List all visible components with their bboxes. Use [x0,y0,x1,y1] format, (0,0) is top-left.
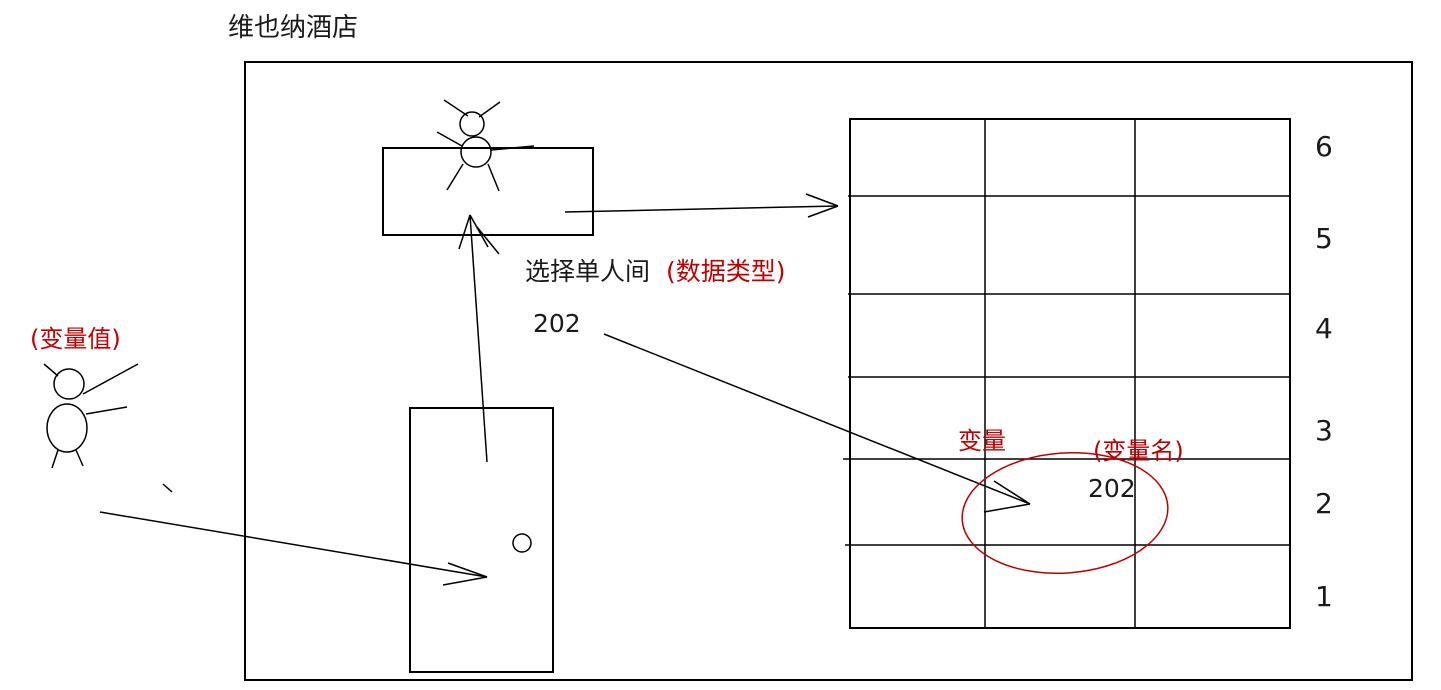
floor-numbers: 6 5 4 3 2 1 [1315,130,1333,613]
diagram-title: 维也纳酒店 [228,13,358,43]
room-number-in-cell: 202 [1088,474,1136,503]
guest-figure [43,363,139,469]
room-type-text: 选择单人间 [525,257,650,286]
variable-value-note: (变量值) [30,325,121,353]
receptionist-head [459,111,485,137]
guest-head [53,368,85,400]
door-knob [512,533,532,553]
data-type-note: (数据类型) [666,257,786,286]
highlight-ellipse [961,451,1169,575]
arrow-desk-to-rooms [564,193,839,218]
door-outline [409,407,554,673]
room-grid-outline [849,118,1291,629]
arrow-door-to-desk [458,214,500,463]
receptionist-body [460,136,492,168]
floor-number: 5 [1315,222,1333,255]
stray-mark [162,483,173,493]
room-number-selected: 202 [533,309,581,338]
floor-number: 6 [1315,130,1333,163]
variable-name-note: (变量名) [1093,437,1184,465]
floor-number: 1 [1315,580,1333,613]
variable-label: 变量 [958,427,1006,455]
arrow-roomnumber-to-cell [603,333,1031,513]
floor-number: 2 [1315,487,1333,520]
guest-body [46,403,88,453]
room-choice-label: 选择单人间 (数据类型) [525,257,785,286]
receptionist-figure [436,99,535,192]
hotel-outline [244,61,1413,681]
floor-number: 3 [1315,414,1333,447]
floor-number: 4 [1315,312,1333,345]
arrow-guest-to-door [99,511,488,586]
door [409,407,554,673]
room-grid [843,118,1291,629]
reception-desk [382,147,594,236]
